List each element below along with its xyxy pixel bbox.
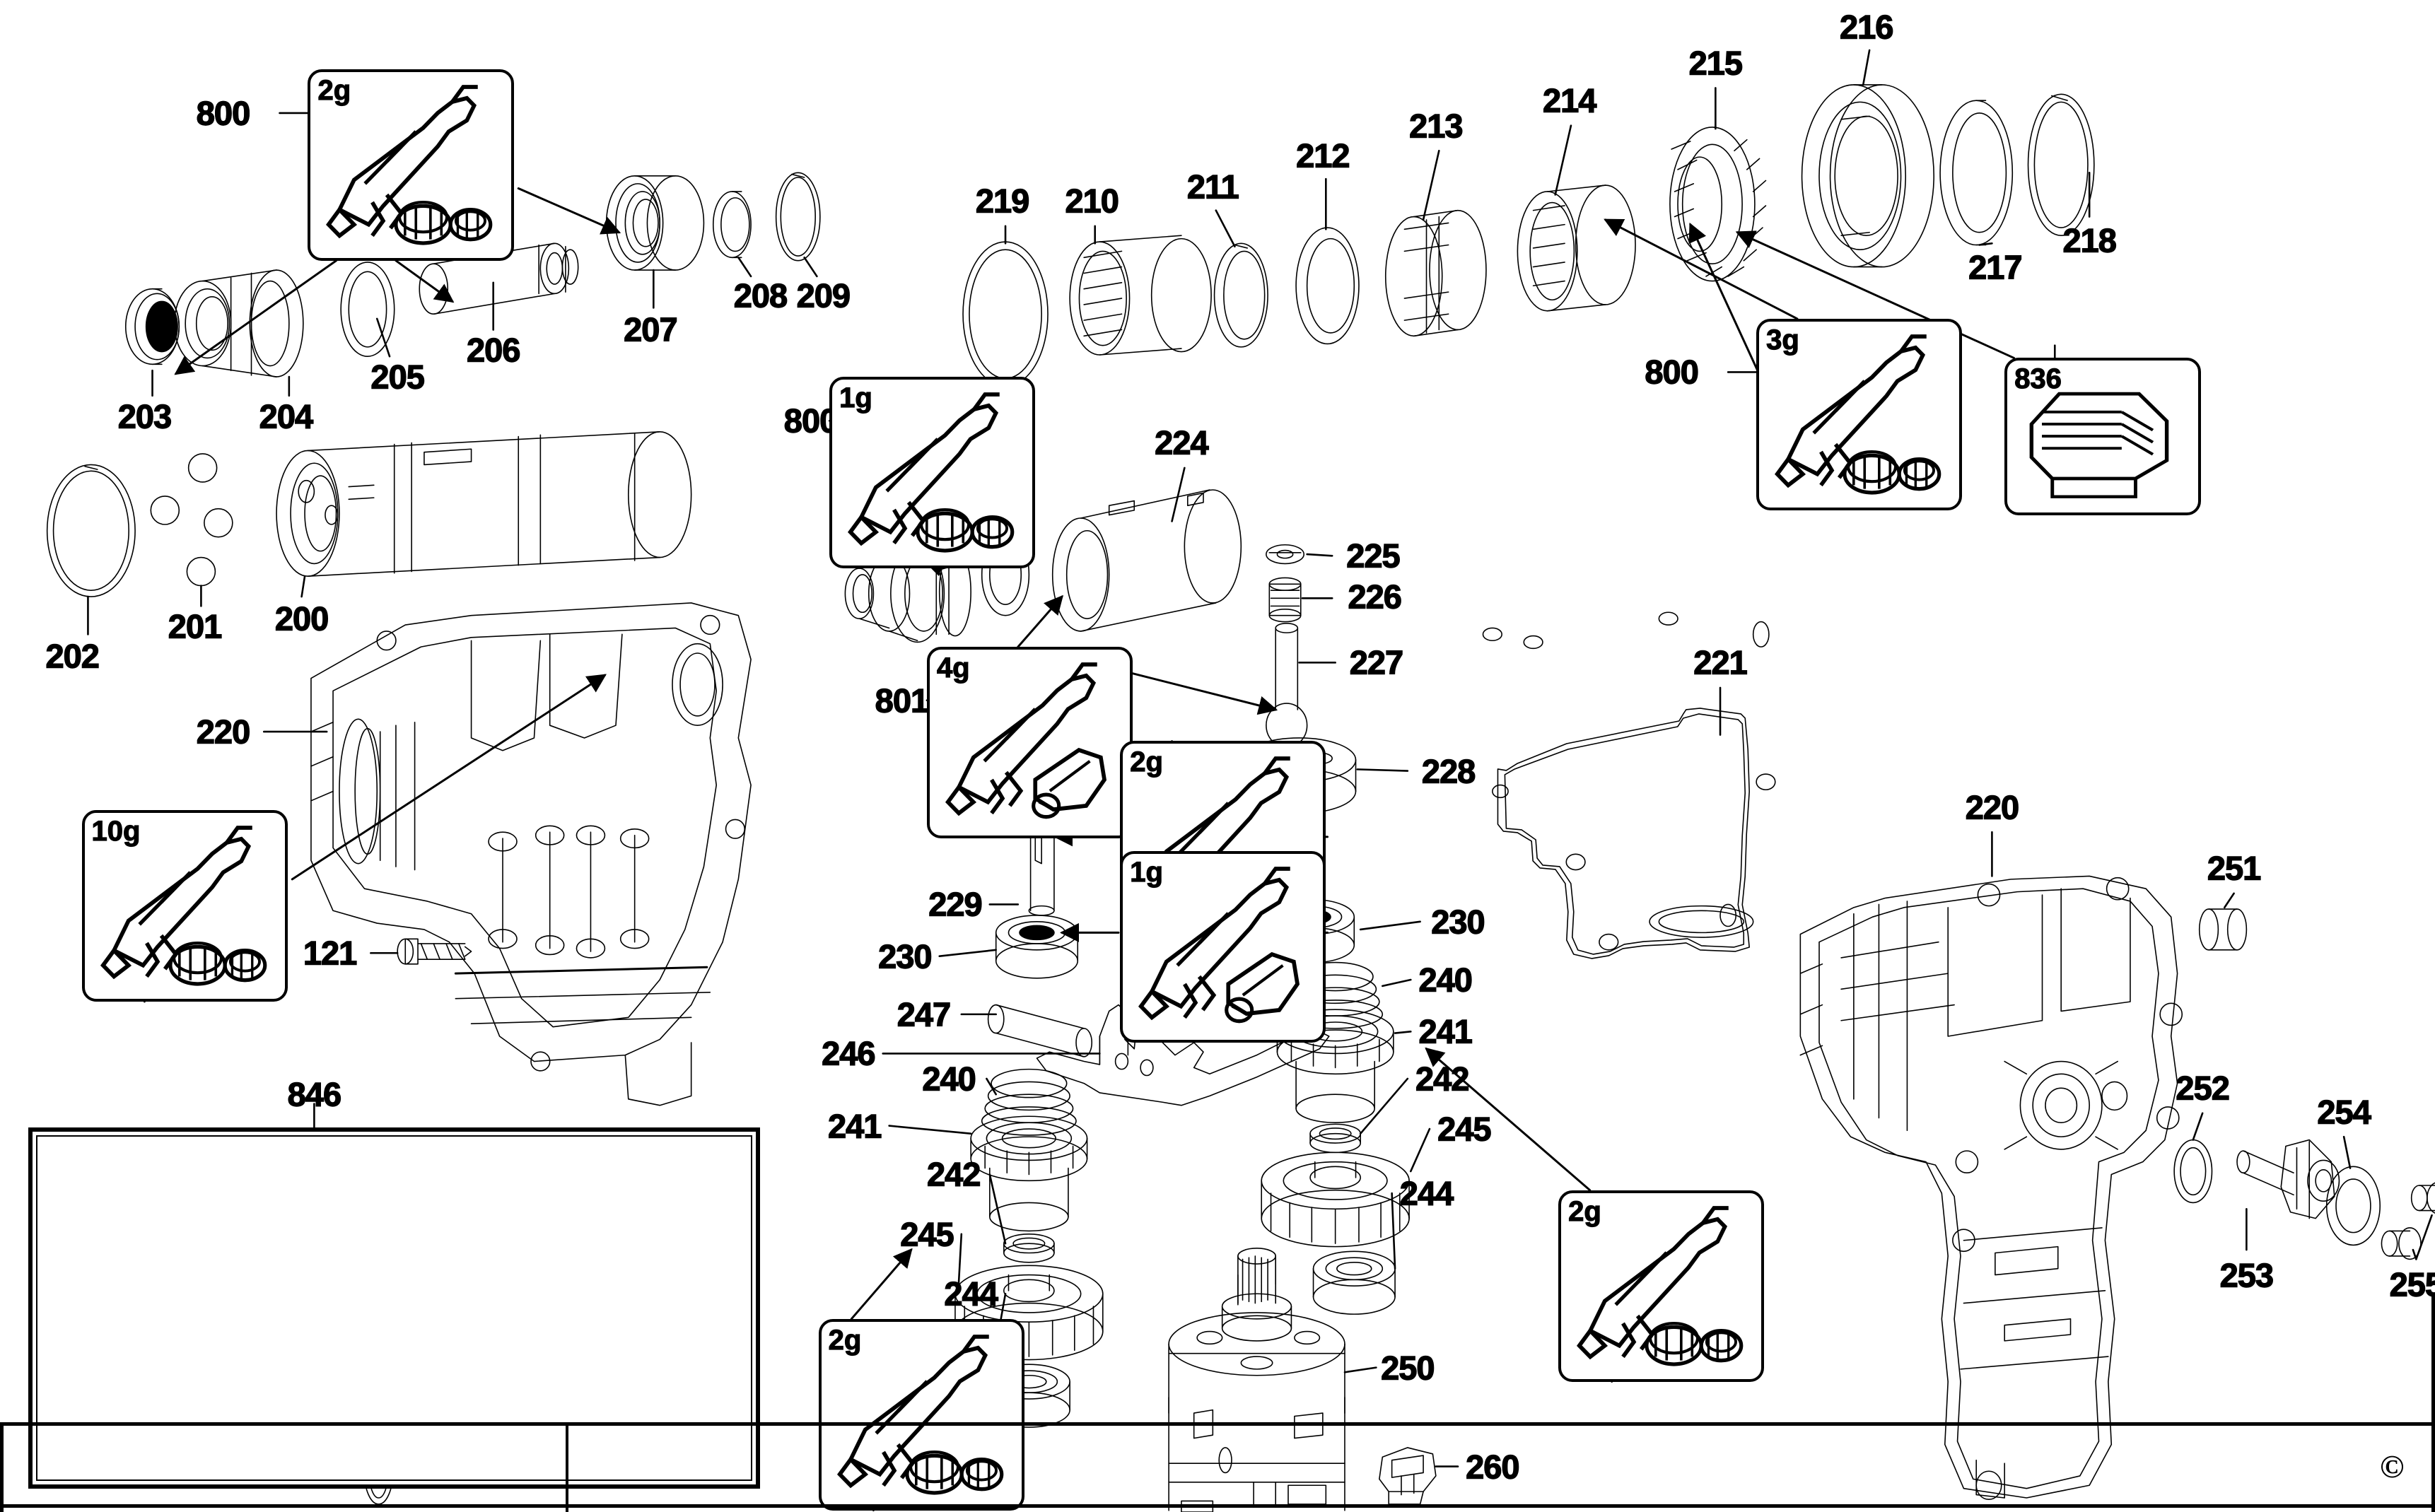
- part-label-254-53: 254: [2317, 1093, 2372, 1131]
- part-label-241-36: 241: [1418, 1012, 1473, 1050]
- grease-amount-label: 2g: [1130, 746, 1164, 778]
- copyright-mark: ©: [2380, 1448, 2405, 1484]
- part-label-242-37: 242: [1415, 1060, 1470, 1098]
- part-label-214-18: 214: [1542, 81, 1597, 119]
- part-label-208-6: 208: [733, 276, 788, 315]
- part-label-247-40: 247: [897, 995, 952, 1033]
- part-label-253-52: 253: [2219, 1256, 2275, 1294]
- part-label-217-21: 217: [1968, 248, 2023, 286]
- grease-ref-label-800-0: 800: [196, 94, 251, 132]
- part-label-218-22: 218: [2062, 221, 2118, 259]
- part-label-260-48: 260: [1465, 1448, 1520, 1486]
- page-border-left: [0, 1422, 4, 1512]
- part-label-220-11: 220: [196, 713, 251, 751]
- grease-amount-label: 2g: [1568, 1195, 1602, 1227]
- part-label-225-27: 225: [1346, 537, 1401, 575]
- grease-amount-label: 4g: [936, 652, 970, 684]
- grease-callout-g4: 836: [2004, 358, 2201, 515]
- grease-ref-label-800-2: 800: [1645, 353, 1700, 391]
- grease-callout-g8: 10g: [81, 810, 288, 1002]
- grease-callout-g2: 1g: [829, 377, 1036, 569]
- grease-amount-label: 10g: [91, 816, 141, 848]
- page-border-top-strip: [0, 1422, 2435, 1426]
- part-label-241-43: 241: [827, 1107, 882, 1145]
- part-label-211-15: 211: [1186, 168, 1239, 206]
- part-label-207-5: 207: [623, 310, 678, 348]
- grease-amount-label: 2g: [828, 1324, 862, 1356]
- service-kit-frame-846: [28, 1127, 761, 1489]
- part-label-230-32: 230: [877, 937, 933, 975]
- part-label-224-26: 224: [1154, 423, 1209, 462]
- part-label-221-34: 221: [1693, 643, 1748, 681]
- part-label-215-19: 215: [1688, 44, 1744, 82]
- kit-label-846: 846: [287, 1075, 342, 1113]
- grease-gun-icon: [100, 826, 267, 986]
- grease-gun-icon: [848, 392, 1015, 553]
- part-label-230-33: 230: [1431, 903, 1486, 941]
- grease-callout-g9: 2g: [1558, 1190, 1765, 1382]
- grease-amount-label: 2g: [317, 74, 351, 106]
- part-label-252-51: 252: [2176, 1069, 2231, 1107]
- page-border-bottom: [0, 1504, 2435, 1508]
- part-label-212-16: 212: [1295, 136, 1350, 175]
- part-label-250-47: 250: [1380, 1349, 1435, 1387]
- part-label-213-17: 213: [1408, 107, 1464, 145]
- grease-callout-g3: 3g: [1756, 318, 1963, 510]
- part-label-245-45: 245: [900, 1215, 955, 1253]
- grease-amount-label: 3g: [1766, 324, 1800, 356]
- part-label-244-39: 244: [1399, 1174, 1454, 1212]
- grease-callout-g1: 2g: [308, 69, 514, 261]
- grease-callout-g10: 2g: [818, 1318, 1024, 1511]
- part-label-246-41: 246: [821, 1034, 876, 1072]
- grease-gun-icon: [836, 1334, 1003, 1495]
- part-label-201-9: 201: [168, 607, 223, 645]
- grease-callout-g7: 1g: [1120, 850, 1326, 1043]
- part-label-229-31: 229: [928, 885, 983, 923]
- part-label-245-38: 245: [1437, 1110, 1492, 1148]
- part-label-206-4: 206: [466, 331, 521, 369]
- grease-gun-icon: [945, 662, 1106, 819]
- part-label-219-13: 219: [975, 182, 1030, 220]
- part-label-205-3: 205: [370, 358, 426, 396]
- grease-callout-g5: 4g: [926, 647, 1133, 839]
- page-divider-vertical: [566, 1422, 568, 1512]
- grease-amount-label: 1g: [1130, 856, 1164, 888]
- part-label-216-20: 216: [1839, 8, 1894, 46]
- part-label-228-30: 228: [1421, 752, 1476, 790]
- part-label-220-49: 220: [1965, 788, 2020, 826]
- grease-amount-label: 836: [2014, 363, 2062, 395]
- part-label-202-8: 202: [45, 637, 100, 675]
- grease-gun-icon: [1775, 334, 1941, 495]
- part-label-251-50: 251: [2207, 849, 2262, 887]
- part-label-242-44: 242: [926, 1155, 981, 1193]
- part-label-800-0: 800: [196, 94, 251, 132]
- part-label-226-28: 226: [1348, 578, 1403, 616]
- grease-gun-icon: [1577, 1205, 1744, 1366]
- grease-gun-icon: [326, 84, 493, 245]
- grease-gun-icon: [1138, 867, 1300, 1024]
- grease-gun-icon: [2029, 392, 2169, 499]
- part-label-204-2: 204: [259, 397, 314, 435]
- part-label-200-10: 200: [274, 599, 329, 638]
- part-label-203-1: 203: [117, 397, 173, 435]
- part-label-121-12: 121: [303, 934, 358, 972]
- part-label-240-35: 240: [1418, 961, 1473, 999]
- part-label-227-29: 227: [1349, 643, 1404, 681]
- part-label-255-54: 255: [2389, 1265, 2435, 1303]
- part-label-240-42: 240: [922, 1060, 977, 1098]
- grease-amount-label: 1g: [839, 382, 873, 414]
- part-label-210-14: 210: [1065, 182, 1120, 220]
- page-border-right: [2431, 1294, 2435, 1512]
- grease-ref-label-801-4: 801: [875, 681, 930, 720]
- grease-ref-label-800-1: 800: [783, 402, 839, 440]
- part-label-244-46: 244: [944, 1274, 999, 1313]
- part-label-209-7: 209: [796, 276, 851, 315]
